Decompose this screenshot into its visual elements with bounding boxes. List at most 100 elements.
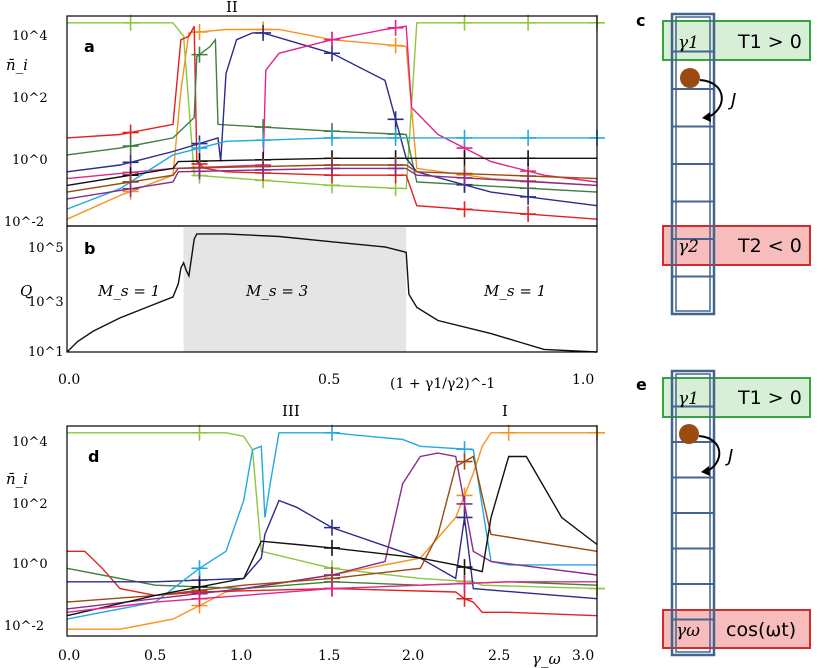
panel-b-xlabel: (1 + γ1/γ2)^-1 <box>390 376 495 392</box>
panel-a-series-darkgreen <box>66 37 598 193</box>
panel-b-shaded-region <box>183 226 407 352</box>
panel-a-ytick-4: 10^4 <box>12 29 48 44</box>
panel-a-series-navy <box>66 32 598 207</box>
panel-a-marker-purple-1 <box>191 163 208 180</box>
panel-d-series-black <box>66 455 598 617</box>
panel-c-hop-label: J <box>728 90 736 111</box>
panel-d-marker-navy-2 <box>456 509 473 526</box>
panel-d-xtick-1: 0.5 <box>144 648 166 664</box>
panel-e-particle <box>679 424 699 444</box>
panel-d-ytick-0: 10^0 <box>12 557 48 572</box>
panel-a-marker-purple-0 <box>122 180 139 197</box>
panel-d-letter: d <box>88 447 99 466</box>
panel-a-marker-purple-5 <box>456 169 473 186</box>
panel-d-marker-orange-3 <box>500 424 517 441</box>
panel-d-marker-black-1 <box>324 539 340 556</box>
panel-d-ytick-m2: 10^-2 <box>4 619 44 634</box>
panel-b-regions: M_s = 1 M_s = 3 M_s = 1 <box>97 282 546 300</box>
panel-d-marker-purple-2 <box>456 495 473 512</box>
panel-a-marker-purple-2 <box>255 161 272 178</box>
panel-a-letter: a <box>84 37 95 56</box>
panel-d-ylabel: n̄_i <box>6 470 28 488</box>
panel-e-hop-arrow <box>698 435 721 473</box>
panel-b-series-black <box>66 233 598 353</box>
panel-a-marker-orange-4 <box>387 37 404 54</box>
panel-a-marker-black-5 <box>456 150 473 167</box>
panel-a-series-cyan <box>66 137 597 210</box>
panel-b-yticks: 10^5 10^3 10^1 <box>28 241 64 360</box>
panel-d-series-cyan <box>66 432 597 620</box>
panel-a-series <box>66 14 605 223</box>
panel-a-marker-purple-3 <box>324 160 340 177</box>
panel-a-marker-darkgreen-0 <box>122 138 139 155</box>
panel-a-marker-red-0 <box>122 124 139 141</box>
panel-d-xticks: 0.0 0.5 1.0 1.5 2.0 2.5 3.0 <box>58 648 594 664</box>
panel-c-letter: c <box>636 11 645 30</box>
panel-d-marker-magenta-1 <box>324 580 340 597</box>
panel-e-hot-bath <box>662 377 811 418</box>
panel-a-marker-magenta-3 <box>324 31 340 48</box>
panel-a-ytick-2: 10^2 <box>12 91 48 106</box>
panel-a-ylabel: n̄_i <box>6 56 28 74</box>
panel-b-ytick-5: 10^5 <box>28 241 64 256</box>
panel-c-top-site: γ1 <box>678 33 699 53</box>
panel-d-marker-green-0 <box>191 424 208 441</box>
panel-c-particle <box>680 68 700 88</box>
panel-d-frame <box>66 425 598 637</box>
panel-e-lattice <box>670 369 716 657</box>
panel-c: c γ1 T1 > 0 γ2 T2 < 0 J <box>636 11 811 316</box>
panel-e-bottom-drive: cos(ωt) <box>726 619 796 641</box>
panel-c-cold-bath <box>662 225 811 266</box>
region-label-right: M_s = 1 <box>483 282 546 300</box>
panel-c-hot-bath <box>662 20 811 61</box>
panel-a-marker-cyan-2 <box>255 132 272 149</box>
panel-a-marker-cyan-4 <box>387 129 404 146</box>
panel-d-marker-brown-2 <box>456 453 473 470</box>
panel-a-marker-purple-6 <box>520 173 537 190</box>
panel-d-xtick-6: 3.0 <box>572 648 594 664</box>
panel-b: b Q 10^5 10^3 10^1 M_s = 1 M_s = 3 M_s =… <box>20 225 598 392</box>
panel-a-marker-red-5 <box>456 201 473 218</box>
panel-d-xtick-5: 2.5 <box>488 648 510 664</box>
panel-d-marker-magenta-0 <box>191 590 208 607</box>
panel-d-marker-cyan-0 <box>191 560 208 577</box>
panel-b-series <box>66 233 598 353</box>
panel-d-ytick-4: 10^4 <box>12 435 48 450</box>
panel-e-bottom-site: γω <box>676 621 700 641</box>
panel-e-letter: e <box>636 375 647 394</box>
panel-d-xtick-4: 2.0 <box>402 648 424 664</box>
panel-e-top-temp: T1 > 0 <box>737 387 802 409</box>
panel-b-frame <box>66 225 598 353</box>
panel-a-marker-red-6 <box>520 206 537 223</box>
panel-e-hop-label: J <box>725 446 733 467</box>
panel-e: e γ1 T1 > 0 γω cos(ωt) J <box>636 369 811 657</box>
panel-a-yticks: 10^4 10^2 10^0 10^-2 <box>4 29 48 230</box>
panel-d-xtick-3: 1.5 <box>318 648 340 664</box>
panel-d-yticks: 10^4 10^2 10^0 10^-2 <box>4 435 48 634</box>
panel-b-ytick-3: 10^3 <box>28 295 64 310</box>
panel-c-bottom-temp: T2 < 0 <box>737 235 802 257</box>
panel-c-top-temp: T1 > 0 <box>737 31 802 53</box>
panel-c-hop-arrow <box>699 79 723 119</box>
panel-d-ytick-2: 10^2 <box>12 497 48 512</box>
panel-b-xtick-05: 0.5 <box>318 372 340 388</box>
panel-a-marker-magenta-4 <box>387 19 404 36</box>
panel-d-xlabel: γ_ω <box>532 650 561 668</box>
panel-e-hop-arrowhead <box>701 466 710 476</box>
panel-a-ytick-m2: 10^-2 <box>4 215 44 230</box>
region-label-middle: M_s = 3 <box>245 282 308 300</box>
panel-b-letter: b <box>84 239 95 258</box>
panel-d-series <box>66 424 605 630</box>
panel-a-marker-cyan-3 <box>324 129 340 146</box>
panel-a-marker-purple-4 <box>387 160 404 177</box>
panel-a: a II n̄_i 10^4 10^2 10^0 10^-2 <box>4 0 605 230</box>
panel-d-series-purple <box>66 452 598 610</box>
panel-d-xtick-2: 1.0 <box>230 648 252 664</box>
panel-c-hop-arrowhead <box>702 112 711 122</box>
panel-a-marker-green-0 <box>122 14 139 31</box>
panel-c-lattice <box>670 12 716 316</box>
panel-d-marker-black-2 <box>456 559 473 576</box>
panel-c-bottom-site: γ2 <box>678 237 699 257</box>
panel-a-regime-label: II <box>226 0 238 16</box>
